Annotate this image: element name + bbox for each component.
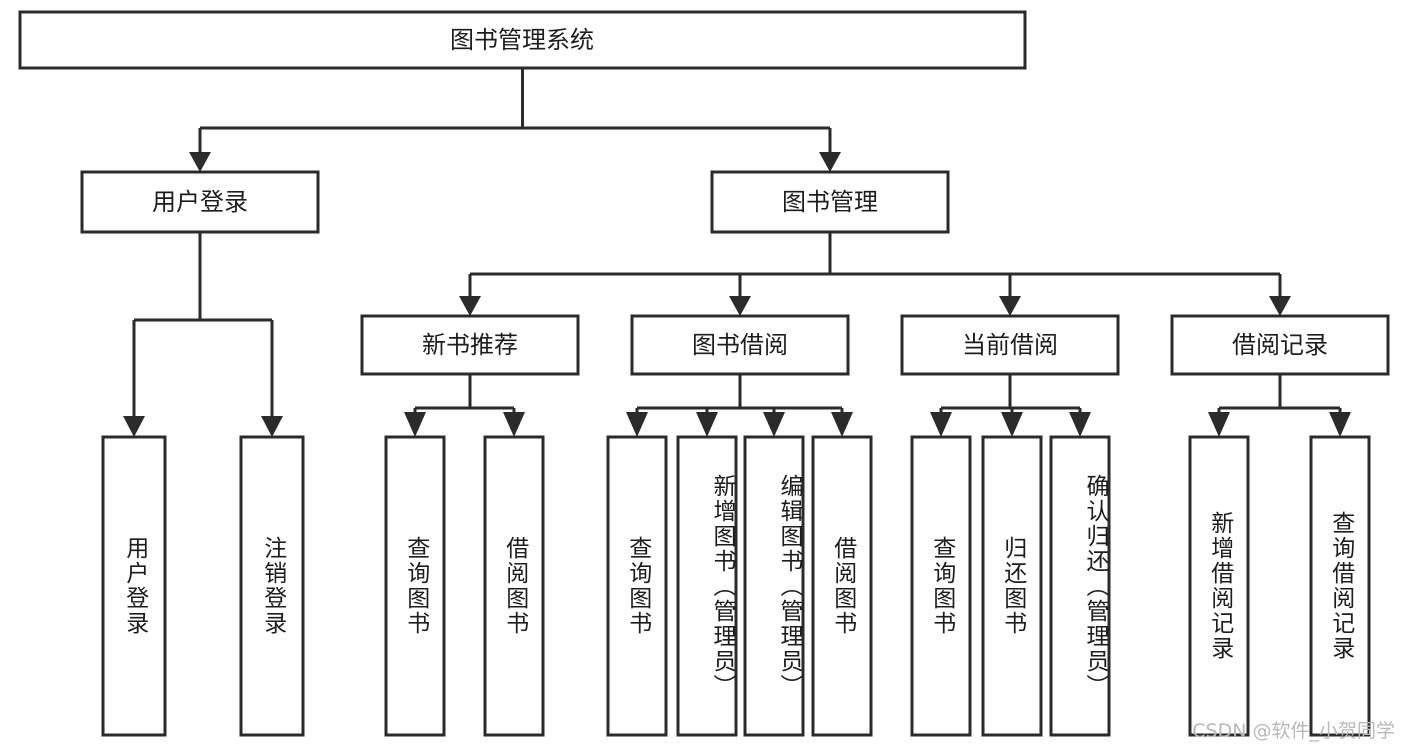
arrowhead-leaf-query-book-2 [626,412,648,437]
connector-group [123,68,1351,437]
arrowhead-leaf-confirm-return [1069,412,1091,437]
arrowhead-user-login [189,152,211,172]
node-root-label: 图书管理系统 [450,26,594,54]
node-book-management[interactable]: 图书管理 [710,170,950,234]
node-book-management-label: 图书管理 [782,188,878,216]
watermark-text: CSDN @软件_小贺同学 [1192,720,1395,742]
leaf-node-confirm-return[interactable] [1049,435,1111,737]
arrowhead-leaf-return-book [1001,412,1023,437]
arrowhead-leaf-user-login [123,416,145,437]
arrowhead-leaf-logout [261,416,283,437]
node-borrow-record-label: 借阅记录 [1232,331,1328,359]
arrowhead-leaf-borrow-book-2 [831,412,853,437]
leaf-node-borrow-book-1[interactable] [483,435,545,737]
node-borrow-record[interactable]: 借阅记录 [1170,314,1390,376]
node-user-login[interactable]: 用户登录 [80,170,320,234]
leaf-node-borrow-book-2[interactable] [811,435,873,737]
arrowhead-leaf-query-book-3 [930,412,952,437]
arrowhead-new-book-rec [459,296,481,316]
node-current-borrow[interactable]: 当前借阅 [900,314,1120,376]
leaf-node-query-record[interactable] [1309,435,1371,737]
leaf-node-add-book-admin[interactable] [676,435,738,737]
arrowhead-book-borrow [729,296,751,316]
arrowhead-leaf-add-record [1208,412,1230,437]
leaf-node-user-login[interactable] [101,435,167,737]
arrowhead-book-mgmt [819,152,841,172]
arrowhead-leaf-query-record [1329,412,1351,437]
arrowhead-leaf-edit-book [763,412,785,437]
node-book-borrow-label: 图书借阅 [692,331,788,359]
node-root[interactable]: 图书管理系统 [18,10,1027,70]
leaf-node-edit-book-admin[interactable] [743,435,805,737]
arrowhead-leaf-add-book [696,412,718,437]
leaf-node-query-book-3[interactable] [910,435,972,737]
arrowhead-leaf-borrow-book-1 [503,412,525,437]
arrowhead-current-borrow [999,296,1021,316]
arrowhead-leaf-query-book-1 [404,412,426,437]
leaf-node-group [101,435,1371,737]
node-new-book-recommend-label: 新书推荐 [422,331,518,359]
arrowhead-borrow-record [1269,296,1291,316]
leaf-node-add-record[interactable] [1188,435,1250,737]
node-new-book-recommend[interactable]: 新书推荐 [360,314,580,376]
node-book-borrow[interactable]: 图书借阅 [630,314,850,376]
leaf-node-query-book-1[interactable] [384,435,446,737]
node-user-login-label: 用户登录 [152,188,248,216]
leaf-node-return-book[interactable] [981,435,1043,737]
leaf-node-logout[interactable] [239,435,305,737]
leaf-node-query-book-2[interactable] [606,435,668,737]
node-current-borrow-label: 当前借阅 [962,331,1058,359]
